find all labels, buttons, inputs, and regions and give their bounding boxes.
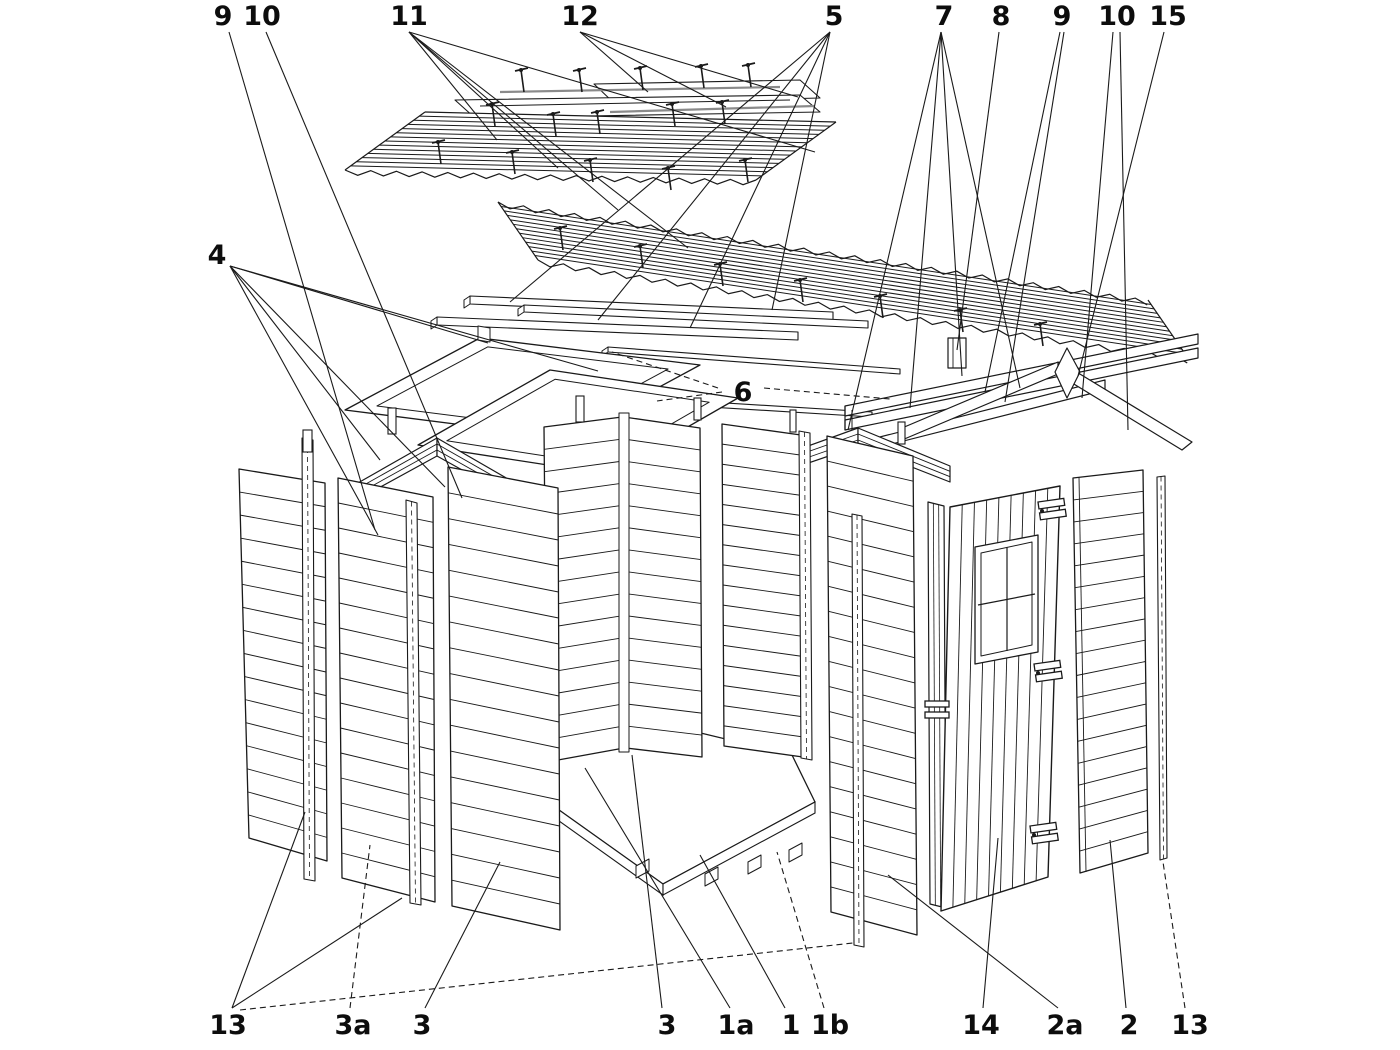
- part-label-13-bottom-right: 13: [1171, 1010, 1209, 1041]
- leader-line-5-top: [509, 31, 831, 303]
- shed-structure-art: [238, 62, 1199, 948]
- door-window: [974, 534, 1039, 665]
- part-label-8-top: 8: [992, 1, 1011, 32]
- leader-lines: [228, 31, 1186, 1011]
- part-label-6-middle: 6: [734, 377, 753, 408]
- part-label-10-top-right: 10: [1098, 1, 1136, 32]
- leader-line-3a-bottom: [349, 844, 371, 1009]
- leader-line-13-bottom-left: [231, 897, 403, 1009]
- rear-right-wall-panel: [721, 423, 813, 761]
- left-wall-panels: [238, 437, 561, 931]
- right-front-wall-panel: [1072, 469, 1149, 874]
- corner-cover-strip-centre: [851, 513, 865, 948]
- leader-line-11-top: [408, 31, 498, 141]
- part-label-12-top: 12: [561, 1, 599, 32]
- leader-line-11-top: [408, 31, 559, 169]
- part-label-1b-bottom: 1b: [811, 1010, 849, 1041]
- roof-edge-boards: [430, 295, 869, 341]
- leader-line-1b-bottom: [776, 851, 825, 1009]
- part-label-3a-bottom: 3a: [334, 1010, 371, 1041]
- part-label-11-top: 11: [390, 1, 428, 32]
- leader-line-15-top: [1077, 31, 1165, 377]
- part-labels: 9 10 11 12 5 7 8 9 10 15 4 6 13 3a 3 3 1a 1 1b 14 2a 2 13: [208, 1, 1209, 1041]
- leader-line-6-middle: [763, 387, 891, 400]
- panel-top-tabs: [302, 395, 906, 453]
- part-label-15-top: 15: [1149, 1, 1187, 32]
- leader-line-10-top-right: [1119, 31, 1129, 431]
- leader-line-4-left: [229, 265, 381, 461]
- part-label-10-top-left: 10: [243, 1, 281, 32]
- leader-line-9-top-left: [228, 31, 376, 531]
- leader-line-4-left: [229, 265, 599, 372]
- part-label-1-bottom: 1: [782, 1010, 801, 1041]
- part-label-2a-bottom: 2a: [1046, 1010, 1083, 1041]
- leader-line-13-bottom-left: [231, 811, 306, 1009]
- part-label-5-top: 5: [825, 1, 844, 32]
- leader-line-13-bottom-right: [1162, 861, 1186, 1009]
- leader-line-11-top: [408, 31, 689, 249]
- door-latch: [924, 700, 950, 719]
- part-label-9-top-left: 9: [214, 1, 233, 32]
- leader-line-10-top-right: [1081, 31, 1114, 399]
- leader-line-13-bottom-left: [239, 942, 854, 1011]
- leader-line-10-top-left: [265, 31, 463, 499]
- leader-line-12-top: [579, 31, 727, 108]
- leader-line-7-top: [909, 31, 942, 409]
- leader-line-2a-bottom: [887, 874, 1059, 1009]
- leader-line-9-top-right: [984, 31, 1061, 393]
- leader-line-6-middle: [611, 351, 719, 389]
- part-label-3-bottom-mid: 3: [658, 1010, 677, 1041]
- leader-line-11-top: [408, 31, 619, 211]
- leader-line-1a-bottom: [584, 767, 731, 1009]
- leader-line-2-bottom: [1109, 839, 1127, 1009]
- leader-line-7-top: [940, 31, 963, 377]
- part-label-3-bottom-left: 3: [413, 1010, 432, 1041]
- door: [924, 485, 1067, 912]
- leader-line-11-top: [408, 31, 816, 153]
- leader-line-5-top: [771, 31, 831, 311]
- leader-line-6-middle: [656, 391, 723, 402]
- leader-line-4-left: [229, 265, 446, 488]
- leader-line-5-top: [689, 31, 831, 329]
- leader-line-12-top: [579, 31, 649, 93]
- leader-line-9-top-right: [1004, 31, 1065, 403]
- corrugated-roof-sheet-lower: [497, 201, 1189, 364]
- right-side-wall-panel: [826, 435, 918, 936]
- leader-line-14-bottom: [982, 837, 999, 1009]
- leader-line-5-top: [597, 31, 831, 321]
- part-label-9-top-right: 9: [1053, 1, 1072, 32]
- part-label-2-bottom: 2: [1120, 1010, 1139, 1041]
- part-label-13-bottom-left: 13: [209, 1010, 247, 1041]
- leader-line-7-top: [940, 31, 1021, 389]
- door-hinges: [1029, 497, 1067, 845]
- rear-corner-wall-panel: [543, 412, 703, 763]
- leader-line-1-bottom: [699, 854, 786, 1009]
- part-label-1a-bottom: 1a: [717, 1010, 754, 1041]
- part-label-4-left: 4: [208, 240, 227, 271]
- leader-line-3-bottom-mid: [631, 754, 663, 1009]
- leader-line-4-left: [229, 265, 379, 536]
- corner-cover-strip-right: [1156, 475, 1168, 861]
- leader-line-7-top: [847, 31, 942, 431]
- leader-line-8-top: [956, 31, 1000, 351]
- part-label-14-bottom: 14: [962, 1010, 1000, 1041]
- leader-line-12-top: [579, 31, 799, 98]
- leader-line-3-bottom-left: [424, 861, 501, 1009]
- part-label-7-top: 7: [935, 1, 954, 32]
- floor-platform: [544, 721, 816, 897]
